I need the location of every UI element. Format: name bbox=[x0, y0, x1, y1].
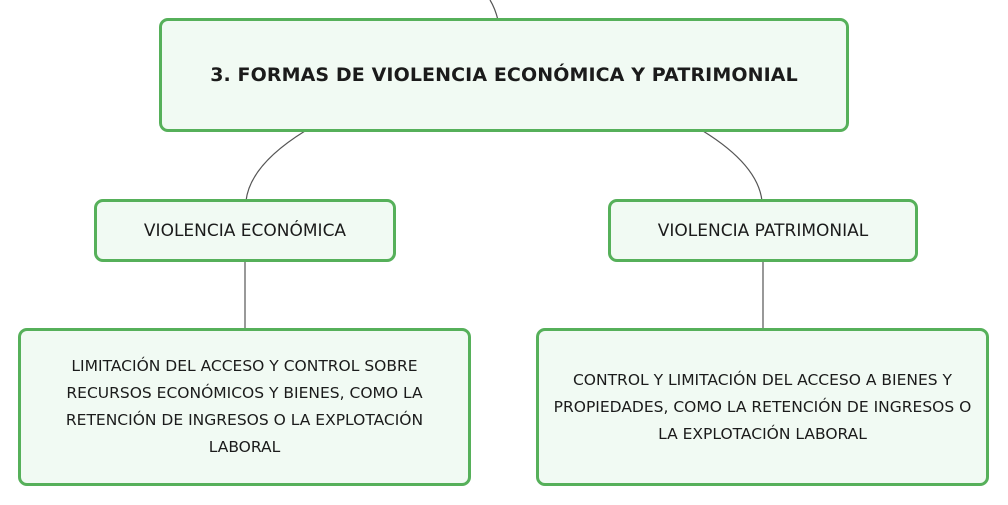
root-node[interactable]: 3. FORMAS DE VIOLENCIA ECONÓMICA Y PATRI… bbox=[159, 18, 849, 132]
node-patrimonial-description[interactable]: CONTROL Y LIMITACIÓN DEL ACCESO A BIENES… bbox=[536, 328, 989, 486]
node-violencia-patrimonial[interactable]: VIOLENCIA PATRIMONIAL bbox=[608, 199, 918, 262]
node-economica-description[interactable]: LIMITACIÓN DEL ACCESO Y CONTROL SOBRE RE… bbox=[18, 328, 471, 486]
connector-root-to-economica bbox=[245, 130, 306, 202]
root-title: 3. FORMAS DE VIOLENCIA ECONÓMICA Y PATRI… bbox=[210, 64, 798, 86]
violencia-patrimonial-label: VIOLENCIA PATRIMONIAL bbox=[657, 220, 869, 241]
node-violencia-economica[interactable]: VIOLENCIA ECONÓMICA bbox=[94, 199, 396, 262]
economica-description-text: LIMITACIÓN DEL ACCESO Y CONTROL SOBRE RE… bbox=[65, 357, 424, 456]
connector-root-to-patrimonial bbox=[702, 130, 763, 202]
connector-from-parent bbox=[489, 0, 499, 21]
patrimonial-description-text: CONTROL Y LIMITACIÓN DEL ACCESO A BIENES… bbox=[553, 370, 972, 443]
violencia-economica-label: VIOLENCIA ECONÓMICA bbox=[143, 220, 347, 241]
